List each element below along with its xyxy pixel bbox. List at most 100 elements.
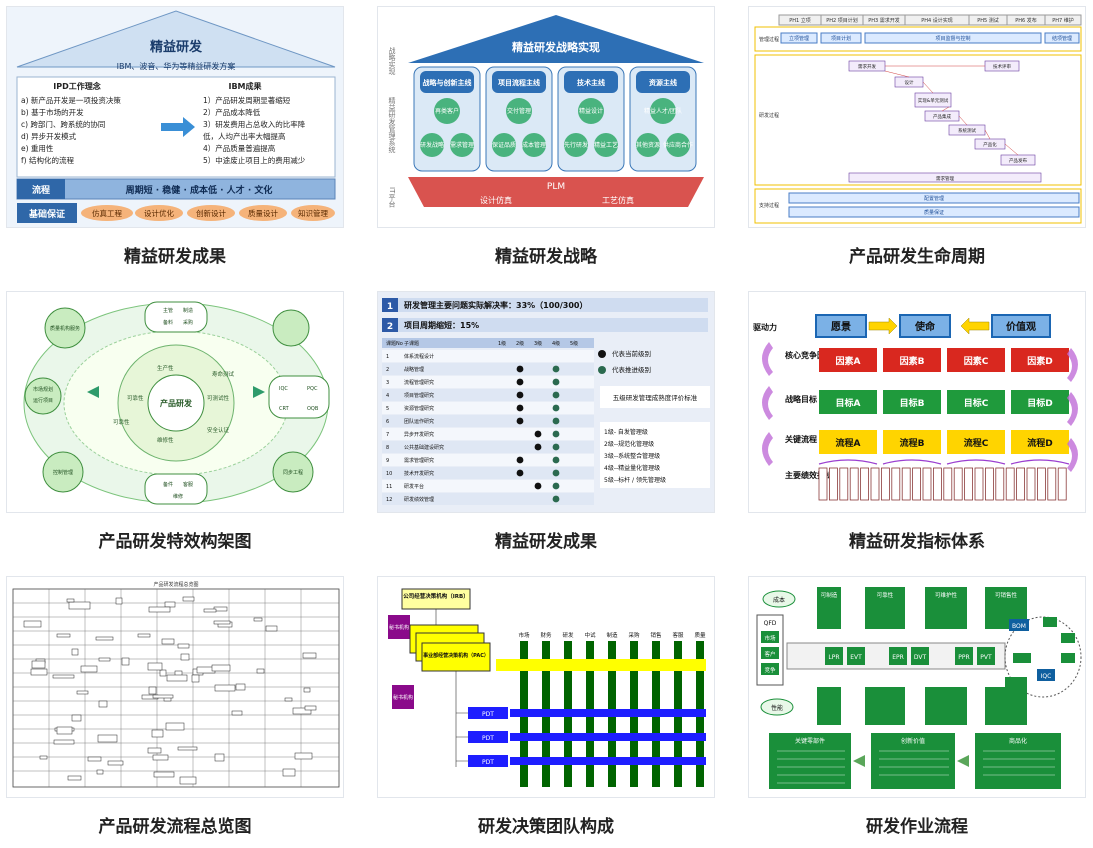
kpi-bar: [1036, 467, 1046, 501]
process-box: [177, 643, 190, 649]
thumbnail-lean-rd-metrics[interactable]: 驱动力 核心竞争因素 战略目标 关键流程 主要绩效指标 愿景 使命 价值观: [748, 291, 1086, 513]
t5-row-label: 团队运作研究: [404, 418, 434, 425]
t3-phase: PH7 维护: [1052, 17, 1074, 24]
t4-right-node: CRT: [279, 406, 290, 412]
process-box: [152, 694, 174, 699]
thumbnail-rd-decision-team[interactable]: 公司经营决策机构（IRB） 秘书机构 事业部经营决策机构（PAC） 秘书机构 P…: [377, 576, 715, 798]
t9-proc: LPR: [828, 654, 839, 661]
t1-title: 精益研发: [150, 39, 203, 55]
kpi-bar: [1005, 467, 1015, 501]
process-box: [67, 775, 82, 781]
thumbnail-rd-architecture[interactable]: 产品研发 生产性 可靠性 可测试性 维修性 寿命测试 可靠性 安全认证 质量机构…: [6, 291, 344, 513]
t4-outer: 运行项目: [33, 397, 53, 404]
t4-ring: 生产性: [157, 364, 174, 372]
t5-table-row: [382, 415, 594, 427]
card-caption[interactable]: 精益研发指标体系: [849, 532, 985, 552]
t9-bottom: 商品化: [1009, 737, 1027, 745]
process-box: [165, 722, 185, 731]
t4-right-node: PQC: [307, 386, 318, 392]
t6-flows: 流程A 流程B 流程C 流程D: [819, 430, 1069, 454]
t9-left: 客户: [764, 650, 775, 658]
t2-pillar-c2: 研发战略: [420, 141, 444, 149]
process-box: [253, 617, 263, 622]
t6-factor: 因素B: [900, 355, 925, 367]
t3-row: 支持过程: [759, 202, 779, 209]
thumbnail-lean-rd-maturity[interactable]: 1 研发管理主要问题实际解决率：33%（100/300） 2 项目周期缩短：15…: [377, 291, 715, 513]
thumbnail-lean-rd-results[interactable]: 精益研发 IBM、波音、华为等精益研发方案 IPD工作理念 IBM成果 a) 新…: [6, 6, 344, 228]
dept-label: 市场: [518, 631, 530, 639]
t5-row-label: 研发绩效管理: [404, 496, 434, 503]
current-level-dot: [516, 456, 524, 464]
kpi-bracket: [946, 459, 1006, 465]
process-box: [292, 707, 312, 715]
t5-col-header: 子课题: [404, 340, 419, 347]
process-box: [76, 690, 89, 695]
card-caption[interactable]: 产品研发生命周期: [849, 247, 985, 267]
thumbnail-lean-rd-strategy[interactable]: 战略实现 精益研发管理系统 IT平台 精益研发战略实现 战略与创新主线 再类客户…: [377, 6, 715, 228]
kpi-bracket: [1010, 459, 1070, 465]
t5-level: 2级--规范化管理级: [604, 440, 654, 448]
current-level-dot: [516, 404, 524, 412]
t2-pillar-c1: 再类客户: [435, 107, 459, 115]
t9-qfd: QFD: [764, 620, 777, 627]
process-box: [80, 665, 98, 673]
t8-pdt: PDT: [482, 711, 494, 718]
t3-phase: PH4 设计实现: [921, 17, 953, 24]
t5-table-row: [382, 376, 594, 388]
current-level-dot: [516, 378, 524, 386]
thumbnail-rd-workflow[interactable]: 成本 QFD 市场 客户 竞争 可制造 可靠性 可维护性: [748, 576, 1086, 798]
t8-sec1: 秘书机构: [389, 624, 409, 631]
t5-table-row: [382, 350, 594, 362]
t9-top: 可维护性: [935, 591, 958, 599]
kpi-bar: [870, 467, 880, 501]
card-caption[interactable]: 研发决策团队构成: [478, 817, 614, 837]
process-box: [107, 760, 124, 766]
t5-row-num: 8: [386, 445, 389, 451]
t5-row-num: 11: [386, 484, 392, 490]
t5-h1: 研发管理主要问题实际解决率：33%（100/300）: [404, 300, 587, 310]
t1-right-item: 3）研发费用占总收入的比率降: [203, 119, 306, 129]
t2-pillar-c1: 精益人才/团队: [644, 107, 682, 115]
thumbnail-product-lifecycle[interactable]: PH1 立项 PH2 项目计划 PH3 需求开发 PH4 设计实现 PH5 测试…: [748, 6, 1086, 228]
arrow-right-icon: [161, 117, 195, 137]
t2-pillar-c3: 精益工艺: [594, 141, 618, 149]
card-caption[interactable]: 精益研发战略: [495, 247, 597, 267]
t5-row-label: 技术开发研究: [404, 470, 434, 477]
process-box: [304, 705, 317, 711]
diagram-lean-rd-metrics: 驱动力 核心竞争因素 战略目标 关键流程 主要绩效指标 愿景 使命 价值观: [749, 292, 1085, 512]
t6-label: 战略目标: [785, 394, 817, 404]
t5-col-header: 4级: [552, 340, 560, 347]
t5-row-num: 7: [386, 432, 389, 438]
process-box: [56, 633, 71, 638]
process-box: [213, 620, 231, 625]
dept-label: 中试: [584, 631, 596, 639]
dept-label: 销售: [650, 631, 661, 639]
t2-side-top: 战略实现: [388, 46, 396, 76]
t6-goal: 目标B: [900, 397, 925, 409]
process-box: [151, 729, 164, 738]
t6-flow: 流程B: [900, 437, 925, 449]
card-caption[interactable]: 产品研发流程总览图: [98, 817, 252, 837]
t8-connectors: [435, 609, 468, 767]
thumbnail-rd-process-overview[interactable]: 产品研发流程总览图: [6, 576, 344, 798]
t3-mgmt: 结项管理: [1052, 35, 1072, 42]
process-box: [284, 697, 293, 702]
t2-pillar-c3: 供应商合作: [663, 141, 693, 149]
t5-row-label: 需求管理研究: [404, 457, 434, 464]
t3-phase: PH6 发布: [1015, 17, 1037, 24]
card-caption[interactable]: 研发作业流程: [866, 817, 968, 837]
pdt-band: [510, 757, 706, 765]
process-box: [231, 710, 243, 716]
t1-left-item: f) 结构化的流程: [21, 155, 74, 165]
card-caption[interactable]: 精益研发成果: [495, 532, 597, 552]
t5-row-num: 1: [386, 354, 389, 360]
t5-row-label: 体系流程设计: [404, 353, 434, 360]
process-box: [256, 668, 265, 674]
t6-flow: 流程D: [1027, 437, 1052, 449]
t3-cfg: 配置管理: [924, 195, 944, 202]
card-caption[interactable]: 精益研发成果: [124, 247, 226, 267]
kpi-bar: [984, 467, 994, 501]
kpi-bar: [974, 467, 984, 501]
t2-pillar-c1: 精益设计: [579, 107, 603, 115]
card-caption[interactable]: 产品研发特效构架图: [98, 532, 252, 552]
